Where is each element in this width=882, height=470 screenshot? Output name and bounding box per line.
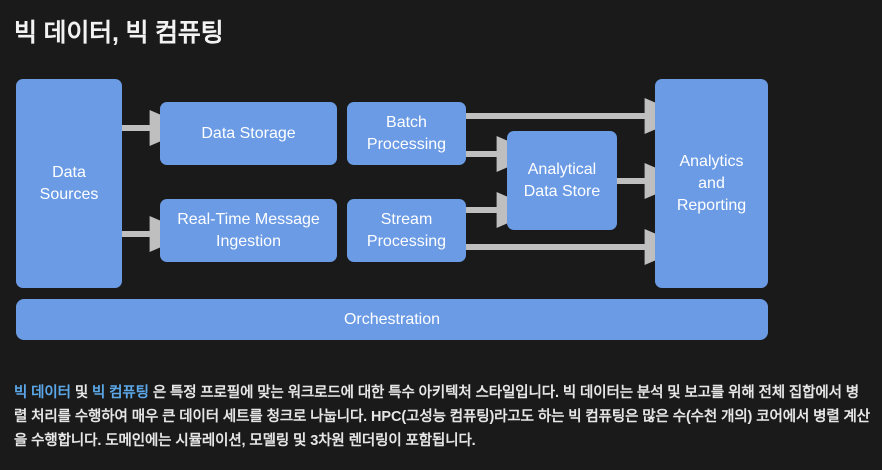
node-stream-processing-line2: Processing bbox=[366, 232, 447, 250]
link-big-compute[interactable]: 빅 컴퓨팅 bbox=[92, 384, 149, 401]
arrow-layer bbox=[122, 98, 687, 265]
node-data-storage[interactable]: Data Storage bbox=[160, 102, 337, 165]
node-data-sources-line1: Data bbox=[52, 163, 86, 181]
page-title: 빅 데이터, 빅 컴퓨팅 bbox=[14, 19, 224, 47]
node-realtime-ingestion-line2: Ingestion bbox=[216, 232, 281, 250]
node-data-sources[interactable]: Data Sources bbox=[16, 79, 122, 288]
node-stream-processing[interactable]: Stream Processing bbox=[347, 199, 466, 262]
node-orchestration-label: Orchestration bbox=[343, 310, 441, 328]
node-data-storage-label: Data Storage bbox=[201, 124, 296, 142]
link-big-data[interactable]: 빅 데이터 bbox=[14, 384, 71, 401]
node-batch-processing[interactable]: Batch Processing bbox=[347, 102, 466, 165]
node-orchestration[interactable]: Orchestration bbox=[16, 299, 768, 340]
node-realtime-message-ingestion[interactable]: Real-Time Message Ingestion bbox=[160, 199, 337, 262]
node-analytics-reporting-line2: and bbox=[698, 174, 725, 192]
node-realtime-ingestion-line1: Real-Time Message bbox=[177, 210, 320, 228]
node-analytical-data-store-line2: Data Store bbox=[523, 182, 601, 200]
architecture-diagram: Data Sources Data Storage Real-Time Mess… bbox=[16, 79, 768, 340]
node-stream-processing-line1: Stream bbox=[380, 210, 433, 228]
node-analytics-and-reporting[interactable]: Analytics and Reporting bbox=[655, 79, 768, 288]
node-batch-processing-line2: Processing bbox=[366, 135, 447, 153]
node-data-sources-line2: Sources bbox=[39, 185, 99, 203]
description-paragraph: 빅 데이터 및 빅 컴퓨팅 은 특정 프로필에 맞는 워크로드에 대한 특수 아… bbox=[14, 381, 870, 453]
node-analytical-data-store[interactable]: Analytical Data Store bbox=[507, 131, 617, 230]
node-analytical-data-store-line1: Analytical bbox=[527, 160, 597, 178]
node-analytics-reporting-line3: Reporting bbox=[676, 196, 747, 214]
node-batch-processing-line1: Batch bbox=[386, 113, 427, 131]
description-body: 은 특정 프로필에 맞는 워크로드에 대한 특수 아키텍처 스타일입니다. 빅 … bbox=[14, 384, 870, 449]
description-separator: 및 bbox=[70, 384, 92, 401]
node-analytics-reporting-line1: Analytics bbox=[679, 152, 744, 170]
